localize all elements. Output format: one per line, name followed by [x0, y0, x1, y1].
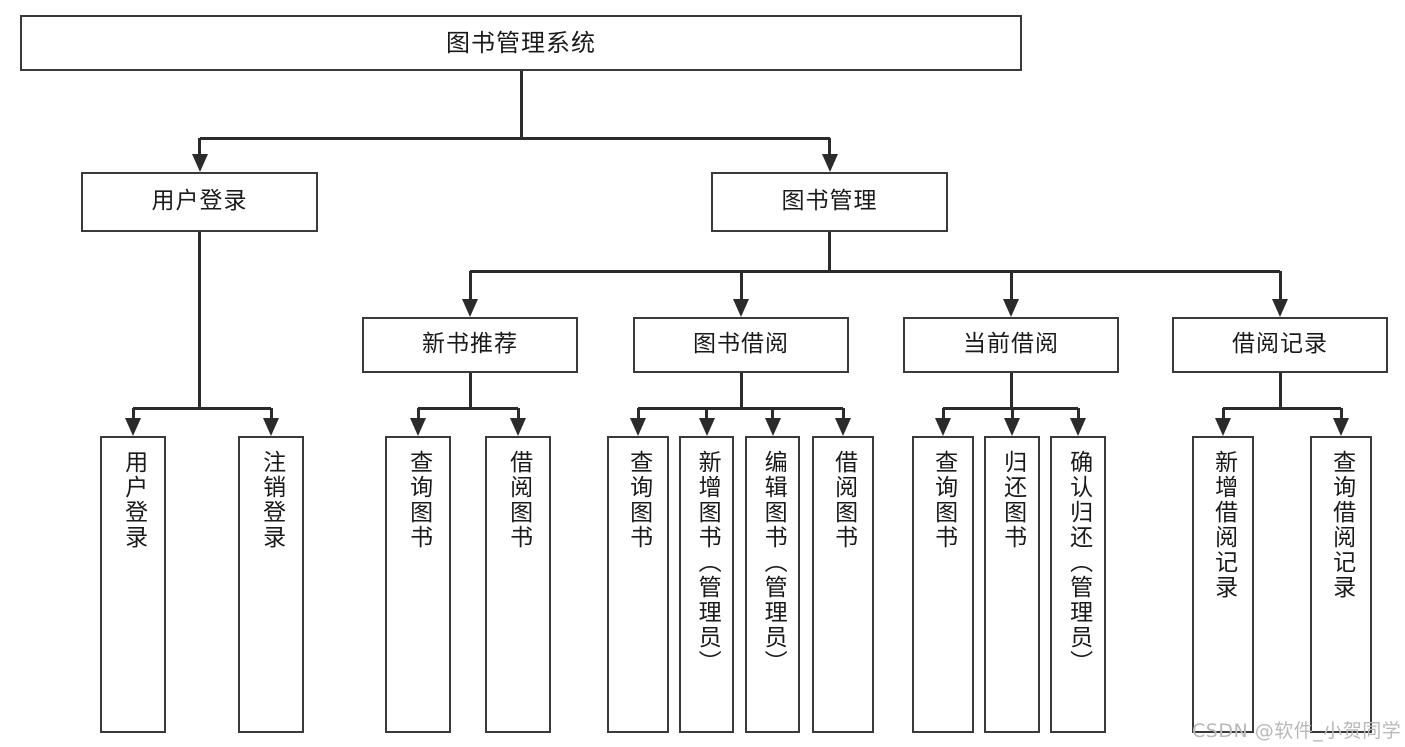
- connector-line: [131, 408, 135, 418]
- leaf-logout[interactable]: 注销登录: [238, 436, 304, 733]
- leaf-label: 查询图书: [625, 450, 652, 550]
- arrow-head-icon: [125, 418, 141, 436]
- leaf-borrow-book[interactable]: 借阅图书: [812, 436, 874, 733]
- arrow-head-icon: [821, 154, 838, 172]
- leaf-query-book-borrow[interactable]: 查询图书: [607, 436, 669, 733]
- connector-line: [828, 232, 831, 271]
- arrow-head-icon: [733, 299, 749, 317]
- connector-line: [199, 136, 830, 140]
- connector-line: [468, 373, 472, 408]
- node-book-management[interactable]: 图书管理: [711, 172, 948, 232]
- leaf-query-book-rec[interactable]: 查询图书: [385, 436, 451, 733]
- connector-line: [198, 138, 201, 154]
- arrow-head-icon: [1272, 299, 1288, 317]
- arrow-head-icon: [764, 418, 781, 436]
- arrow-head-icon: [698, 418, 715, 436]
- arrow-head-icon: [630, 418, 646, 436]
- arrow-head-icon: [1004, 418, 1020, 436]
- leaf-label: 查询借阅记录: [1328, 450, 1355, 600]
- leaf-query-borrow-record[interactable]: 查询借阅记录: [1310, 436, 1372, 733]
- leaf-label: 确认归还（管理员）: [1065, 450, 1092, 675]
- node-book-borrow[interactable]: 图书借阅: [633, 317, 849, 373]
- connector-line: [638, 406, 843, 410]
- connector-line: [269, 408, 273, 418]
- node-current-borrow[interactable]: 当前借阅: [903, 317, 1119, 373]
- leaf-edit-book-admin[interactable]: 编辑图书（管理员）: [745, 436, 800, 733]
- node-user-login[interactable]: 用户登录: [81, 172, 318, 232]
- connector-line: [1223, 406, 1341, 410]
- connector-line: [1339, 408, 1343, 418]
- leaf-label: 注销登录: [258, 450, 285, 550]
- node-borrow-record[interactable]: 借阅记录: [1172, 317, 1388, 373]
- arrow-head-icon: [1003, 299, 1019, 317]
- node-label: 新书推荐: [422, 331, 518, 358]
- leaf-label: 新增图书（管理员）: [694, 450, 721, 675]
- node-label: 当前借阅: [963, 331, 1059, 358]
- leaf-confirm-return-admin[interactable]: 确认归还（管理员）: [1050, 436, 1106, 733]
- connector-line: [1221, 408, 1225, 418]
- leaf-label: 编辑图书（管理员）: [760, 450, 787, 675]
- leaf-return-book[interactable]: 归还图书: [984, 436, 1040, 733]
- leaf-label: 新增借阅记录: [1210, 450, 1237, 600]
- connector-line: [198, 232, 201, 408]
- arrow-head-icon: [1215, 418, 1231, 436]
- connector-line: [1278, 373, 1282, 408]
- node-label: 图书管理系统: [446, 28, 596, 57]
- connector-line: [1009, 373, 1013, 408]
- arrow-head-icon: [835, 418, 851, 436]
- node-root-system[interactable]: 图书管理系统: [20, 15, 1022, 71]
- arrow-head-icon: [1070, 418, 1086, 436]
- arrow-head-icon: [510, 418, 526, 436]
- connector-line: [705, 408, 708, 418]
- arrow-head-icon: [935, 418, 951, 436]
- arrow-head-icon: [191, 154, 208, 172]
- connector-line: [1009, 271, 1013, 299]
- connector-line: [636, 408, 640, 418]
- leaf-label: 归还图书: [999, 450, 1026, 550]
- connector-line: [519, 71, 523, 138]
- arrow-head-icon: [1333, 418, 1349, 436]
- leaf-user-login[interactable]: 用户登录: [100, 436, 166, 733]
- connector-line: [841, 408, 845, 418]
- connector-line: [1076, 408, 1080, 418]
- connector-line: [941, 408, 945, 418]
- leaf-label: 查询图书: [405, 450, 432, 550]
- arrow-head-icon: [462, 299, 478, 317]
- leaf-add-borrow-record[interactable]: 新增借阅记录: [1192, 436, 1254, 733]
- node-label: 借阅记录: [1232, 331, 1328, 358]
- leaf-label: 借阅图书: [830, 450, 857, 550]
- connector-line: [470, 269, 1280, 273]
- node-label: 图书借阅: [693, 331, 789, 358]
- arrow-head-icon: [410, 418, 426, 436]
- arrow-head-icon: [263, 418, 279, 436]
- connector-line: [828, 138, 831, 154]
- leaf-borrow-book-rec[interactable]: 借阅图书: [485, 436, 551, 733]
- connector-line: [133, 406, 271, 410]
- connector-line: [468, 271, 472, 299]
- connector-line: [1010, 408, 1014, 418]
- leaf-query-book-current[interactable]: 查询图书: [912, 436, 974, 733]
- leaf-label: 查询图书: [930, 450, 957, 550]
- node-label: 图书管理: [781, 188, 878, 215]
- node-new-book-recommend[interactable]: 新书推荐: [362, 317, 578, 373]
- connector-line: [1278, 271, 1282, 299]
- leaf-label: 借阅图书: [505, 450, 532, 550]
- leaf-add-book-admin[interactable]: 新增图书（管理员）: [679, 436, 734, 733]
- connector-line: [739, 271, 743, 299]
- leaf-label: 用户登录: [120, 450, 147, 550]
- connector-line: [771, 408, 774, 418]
- connector-line: [416, 408, 420, 418]
- connector-line: [739, 373, 743, 408]
- node-label: 用户登录: [151, 188, 248, 215]
- connector-line: [516, 408, 520, 418]
- connector-line: [418, 406, 518, 410]
